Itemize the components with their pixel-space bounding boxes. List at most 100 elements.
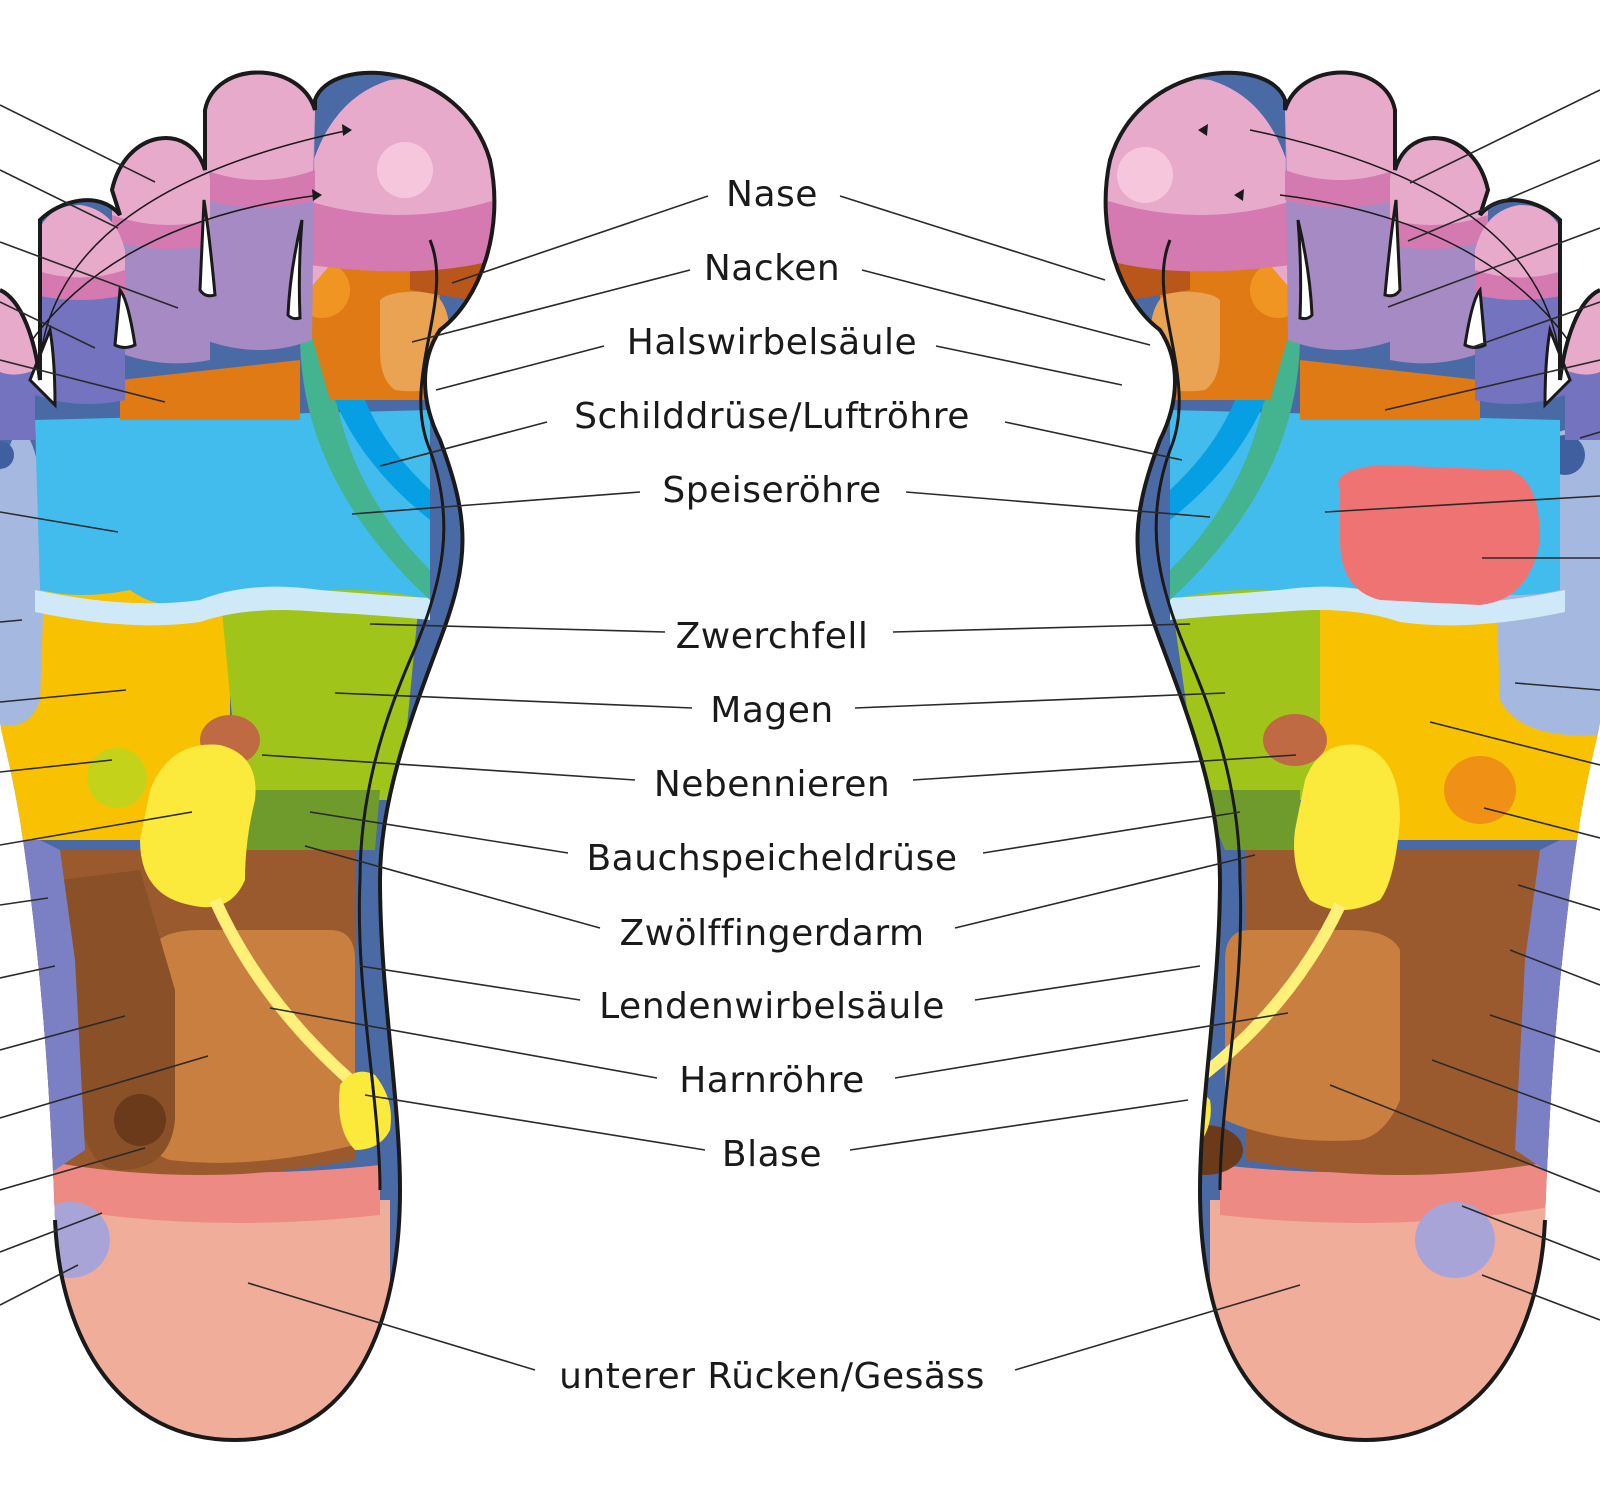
- leader-line: [839, 195, 1106, 281]
- leader-line: [1461, 1205, 1600, 1261]
- leader-line: [1514, 682, 1600, 691]
- label-blase: Blase: [722, 1134, 822, 1175]
- leader-line: [912, 754, 1297, 781]
- cervical-zone: [1150, 291, 1220, 392]
- leader-line: [451, 195, 709, 284]
- leader-line: [1431, 1059, 1600, 1123]
- toe3-band: [1390, 215, 1488, 249]
- leader-line: [1407, 159, 1600, 242]
- label-zwerchfell: Zwerchfell: [676, 616, 869, 657]
- arrow-head: [312, 189, 322, 201]
- heel-zone: [40, 1200, 390, 1440]
- toe4-band: [1475, 270, 1565, 300]
- duodenum-zone: [240, 790, 380, 850]
- label-schilddruese-luftroehre: Schilddrüse/Luftröhre: [574, 396, 970, 437]
- label-nebennieren: Nebennieren: [654, 764, 890, 805]
- label-halswirbelsaeule: Halswirbelsäule: [627, 322, 917, 363]
- crossover-arrow: [1249, 129, 1561, 361]
- label-nacken: Nacken: [704, 248, 840, 289]
- edge-leader-lines: [0, 89, 1600, 1321]
- left-foot-outline: [0, 70, 497, 1443]
- gallbladder-zone: [87, 748, 147, 808]
- appendix-zone: [114, 1094, 166, 1146]
- knee-zone: [30, 1202, 110, 1278]
- center-leader-lines: [247, 195, 1301, 1371]
- esophagus-curve: [1170, 335, 1300, 600]
- leader-line: [0, 359, 166, 403]
- leader-line: [1329, 1084, 1600, 1193]
- leader-line: [304, 845, 601, 929]
- leader-line: [1517, 884, 1600, 911]
- leader-line: [0, 169, 119, 229]
- leader-line: [0, 301, 96, 349]
- shoulder-circle: [0, 441, 14, 469]
- leader-line: [894, 1012, 1289, 1079]
- toe-gap: [1463, 286, 1487, 349]
- leader-line: [1384, 359, 1600, 411]
- left-foot-map: [0, 70, 497, 1443]
- leader-line: [364, 1094, 706, 1151]
- crossover-arrow: [39, 129, 351, 361]
- heart-zone: [1338, 465, 1540, 605]
- toe4-band: [35, 270, 125, 300]
- toe5-tip: [1565, 290, 1600, 375]
- leader-line: [435, 345, 605, 391]
- leader-line: [379, 421, 548, 467]
- toe-gap: [286, 219, 304, 321]
- leader-line: [0, 1212, 103, 1253]
- center-labels: Nase Nacken Halswirbelsäule Schilddrüse/…: [559, 174, 984, 1397]
- toe2-band: [1285, 170, 1395, 208]
- leader-line: [359, 965, 581, 1001]
- big-toe-band: [305, 200, 495, 272]
- leader-line: [0, 241, 179, 309]
- toe2-tip: [205, 72, 315, 203]
- label-harnroehre: Harnröhre: [679, 1060, 865, 1101]
- big-toe-band: [1105, 200, 1295, 272]
- pituitary-dot: [377, 142, 433, 198]
- duodenum-zone: [1200, 790, 1300, 850]
- arrow-head: [1234, 189, 1244, 201]
- leader-line: [1004, 421, 1183, 461]
- colon-zone: [1225, 930, 1400, 1141]
- leader-line: [0, 759, 113, 773]
- label-nase: Nase: [726, 174, 818, 215]
- label-zwoelffingerdarm: Zwölffingerdarm: [619, 913, 924, 954]
- ureter-path: [209, 897, 354, 1085]
- leader-line: [261, 754, 636, 781]
- leader-line: [351, 491, 641, 515]
- leader-line: [0, 104, 156, 183]
- shoulder-band: [1300, 360, 1480, 420]
- ureter-path: [1186, 902, 1346, 1090]
- label-bauchspeicheldruese: Bauchspeicheldrüse: [586, 838, 957, 879]
- toe2-band: [205, 170, 315, 208]
- spine-inner-line: [357, 239, 446, 1191]
- esophagus-curve: [300, 335, 430, 600]
- spine-inner-line: [1154, 239, 1243, 1191]
- colon-zone: [150, 930, 355, 1163]
- leader-line: [905, 491, 1211, 518]
- leader-line: [1481, 1274, 1600, 1321]
- leader-line: [309, 811, 569, 854]
- leader-line: [954, 854, 1256, 929]
- diaphragm-band: [35, 586, 430, 626]
- leader-line: [269, 1007, 658, 1079]
- leader-line: [1429, 721, 1600, 766]
- arrow-head: [342, 124, 352, 136]
- label-lendenwirbelsaeule: Lendenwirbelsäule: [599, 986, 945, 1027]
- label-speiseroehre: Speiseröhre: [662, 470, 881, 511]
- heel-zone: [1210, 1200, 1560, 1440]
- leader-line: [411, 269, 691, 343]
- kidney-zone: [1294, 744, 1400, 910]
- leader-line: [1483, 807, 1600, 839]
- leader-line: [0, 811, 193, 846]
- leader-line: [1014, 1284, 1301, 1371]
- toe-gap: [113, 286, 137, 349]
- leader-line: [0, 619, 23, 623]
- stomach-zone: [220, 590, 420, 800]
- toe5-tip: [0, 290, 35, 375]
- leader-line: [0, 511, 119, 533]
- leader-line: [334, 692, 693, 709]
- leader-line: [369, 623, 666, 633]
- toe3-band: [112, 215, 210, 249]
